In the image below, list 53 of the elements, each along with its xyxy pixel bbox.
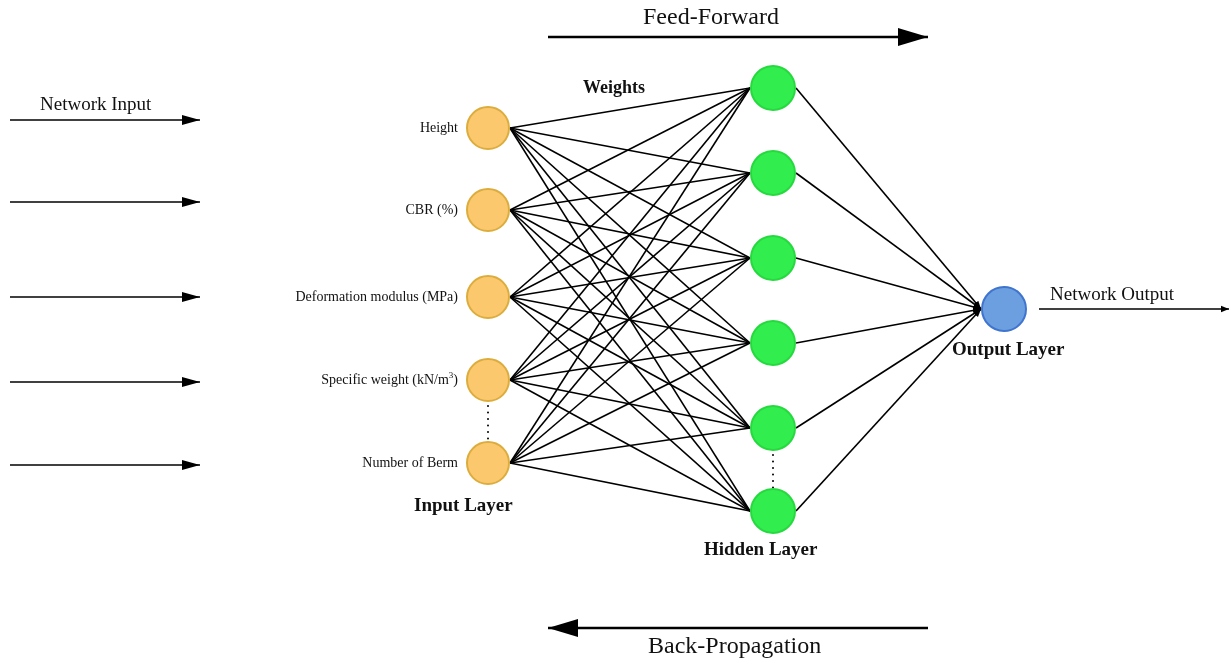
layer-label: Input Layer — [414, 495, 513, 516]
connection-line — [509, 209, 751, 259]
connection-line — [509, 127, 751, 344]
caption-text: Feed-Forward — [643, 3, 779, 30]
input-label: CBR (%) — [405, 201, 458, 219]
connection-line — [509, 462, 751, 512]
caption-text: Network Output — [1050, 284, 1174, 305]
connection-line — [509, 296, 751, 344]
input-label: Deformation modulus (MPa) — [295, 288, 458, 306]
neuron-circle — [466, 106, 510, 150]
connection-line — [509, 342, 751, 381]
neuron-circle — [750, 235, 796, 281]
neuron-circle — [466, 358, 510, 402]
connection-line — [795, 308, 982, 512]
connection-line — [795, 87, 982, 310]
caption-text: Back-Propagation — [648, 632, 822, 659]
neuron-circle — [750, 405, 796, 451]
connection-line — [509, 127, 751, 174]
connection-line — [795, 257, 982, 310]
neuron-circle — [750, 65, 796, 111]
connection-line — [509, 127, 751, 259]
neuron-circle — [466, 441, 510, 485]
connection-line — [509, 427, 751, 464]
neuron-circle — [981, 286, 1027, 332]
connection-line — [509, 209, 751, 429]
connection-line — [509, 87, 751, 129]
connection-line — [509, 257, 751, 298]
connection-line — [1038, 305, 1230, 313]
connection-line — [509, 87, 751, 211]
layer-label: Hidden Layer — [704, 539, 818, 560]
connection-line — [795, 308, 982, 429]
connection-line — [509, 296, 751, 512]
connection-line — [509, 342, 751, 464]
input-label: Height — [419, 119, 458, 137]
connection-line — [509, 172, 751, 298]
neuron-circle — [750, 150, 796, 196]
connection-line — [509, 209, 751, 344]
layer-label: Weights — [583, 78, 645, 98]
connection-line — [509, 379, 751, 512]
connection-line — [509, 296, 751, 429]
connection-line — [509, 257, 751, 381]
neuron-circle — [750, 488, 796, 534]
connection-line — [795, 307, 982, 344]
caption-text: Network Input — [40, 94, 152, 115]
neuron-circle — [466, 188, 510, 232]
connection-line — [509, 172, 751, 211]
input-label: Specific weight (kN/m$^{3}$) — [321, 371, 458, 389]
connection-line — [509, 172, 751, 381]
layer-label: Output Layer — [952, 339, 1065, 360]
connection-line — [509, 379, 751, 429]
input-label: Number of Berm — [362, 454, 458, 472]
neuron-circle — [466, 275, 510, 319]
neuron-circle — [750, 320, 796, 366]
